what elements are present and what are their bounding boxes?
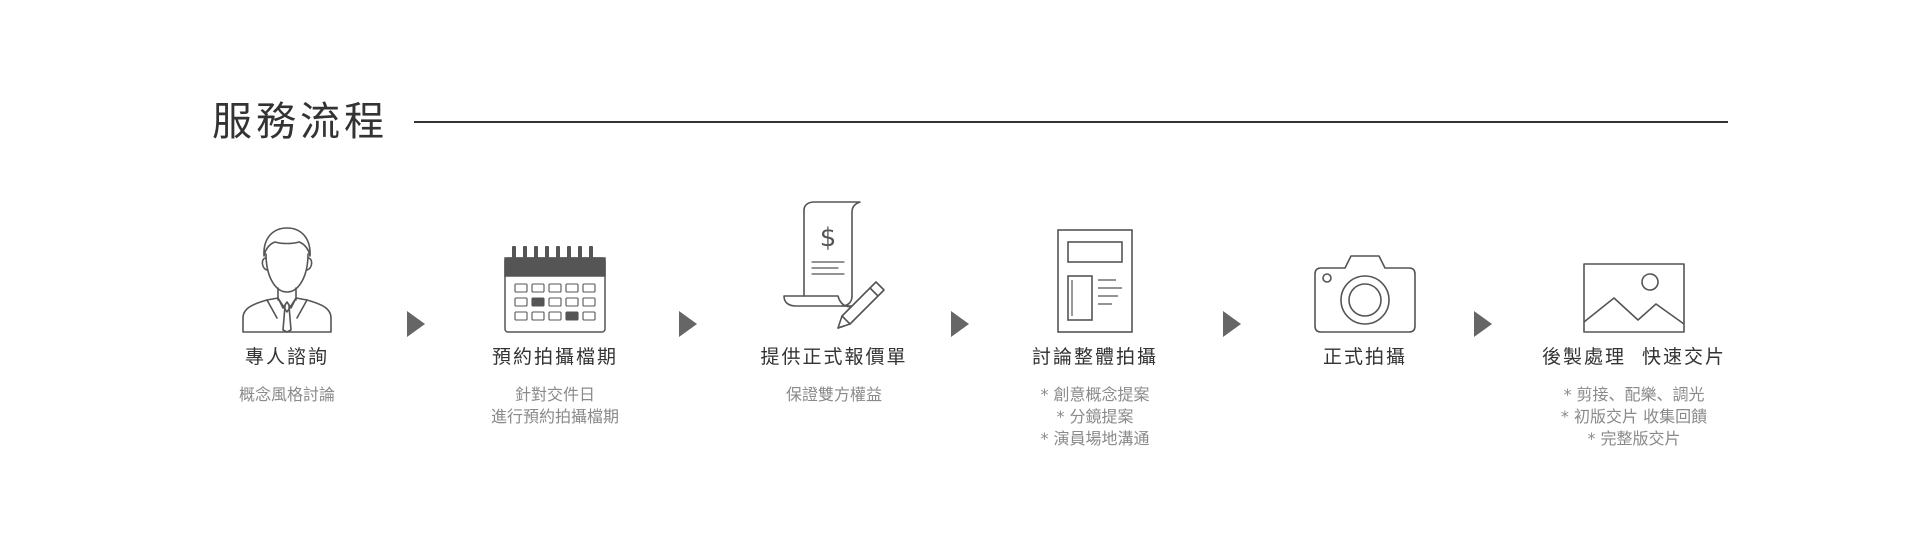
step-description: * 創意概念提案 * 分鏡提案 * 演員場地溝通 <box>975 384 1215 450</box>
step-post-production: 後製處理 快速交片 * 剪接、配樂、調光 * 初版交片 收集回饋 * 完整版交片 <box>1514 196 1754 450</box>
step-description-line: * 演員場地溝通 <box>1040 429 1150 448</box>
title-divider <box>414 121 1728 123</box>
arrow-right-icon <box>679 311 697 337</box>
section-header: 服務流程 <box>212 92 1728 152</box>
step-title: 後製處理 快速交片 <box>1541 346 1727 368</box>
step-description-line: 針對交件日 <box>514 385 595 404</box>
step-description-line: 保證雙方權益 <box>785 385 882 404</box>
section-title: 服務流程 <box>212 99 388 145</box>
step-description-line: * 完整版交片 <box>1587 429 1681 448</box>
step-shooting: 正式拍攝 <box>1245 196 1485 370</box>
consultant-person-icon <box>167 196 407 334</box>
calendar-icon <box>435 196 675 334</box>
step-description-line: * 剪接、配樂、調光 <box>1563 385 1705 404</box>
arrow-right-icon <box>1223 311 1241 337</box>
step-title: 討論整體拍攝 <box>1031 346 1158 368</box>
step-description-line: 進行預約拍攝檔期 <box>490 407 619 426</box>
step-booking: 預約拍攝檔期 針對交件日 進行預約拍攝檔期 <box>435 196 675 428</box>
arrow-right-icon <box>951 311 969 337</box>
step-title: 專人諮詢 <box>244 346 329 368</box>
camera-icon <box>1245 196 1485 334</box>
step-title: 正式拍攝 <box>1322 346 1407 368</box>
step-quotation: $ 提供正式報價單 保證雙方權益 <box>714 196 954 406</box>
arrow-right-icon <box>1474 311 1492 337</box>
step-planning: 討論整體拍攝 * 創意概念提案 * 分鏡提案 * 演員場地溝通 <box>975 196 1215 450</box>
step-description-line: 概念風格討論 <box>238 385 335 404</box>
step-consultation: 專人諮詢 概念風格討論 <box>167 196 407 406</box>
step-description: * 剪接、配樂、調光 * 初版交片 收集回饋 * 完整版交片 <box>1514 384 1754 450</box>
image-landscape-icon <box>1514 196 1754 334</box>
invoice-scroll-pencil-icon: $ <box>714 196 954 334</box>
svg-text:$: $ <box>820 223 837 253</box>
arrow-right-icon <box>407 311 425 337</box>
step-description: 概念風格討論 <box>167 384 407 406</box>
step-description-line: * 分鏡提案 <box>1056 407 1134 426</box>
step-description-line: * 初版交片 收集回饋 <box>1560 407 1708 426</box>
step-title: 提供正式報價單 <box>760 346 908 368</box>
step-description-line: * 創意概念提案 <box>1040 385 1150 404</box>
document-layout-icon <box>975 196 1215 334</box>
step-description: 保證雙方權益 <box>714 384 954 406</box>
step-description: 針對交件日 進行預約拍攝檔期 <box>435 384 675 428</box>
step-title: 預約拍攝檔期 <box>491 346 618 368</box>
